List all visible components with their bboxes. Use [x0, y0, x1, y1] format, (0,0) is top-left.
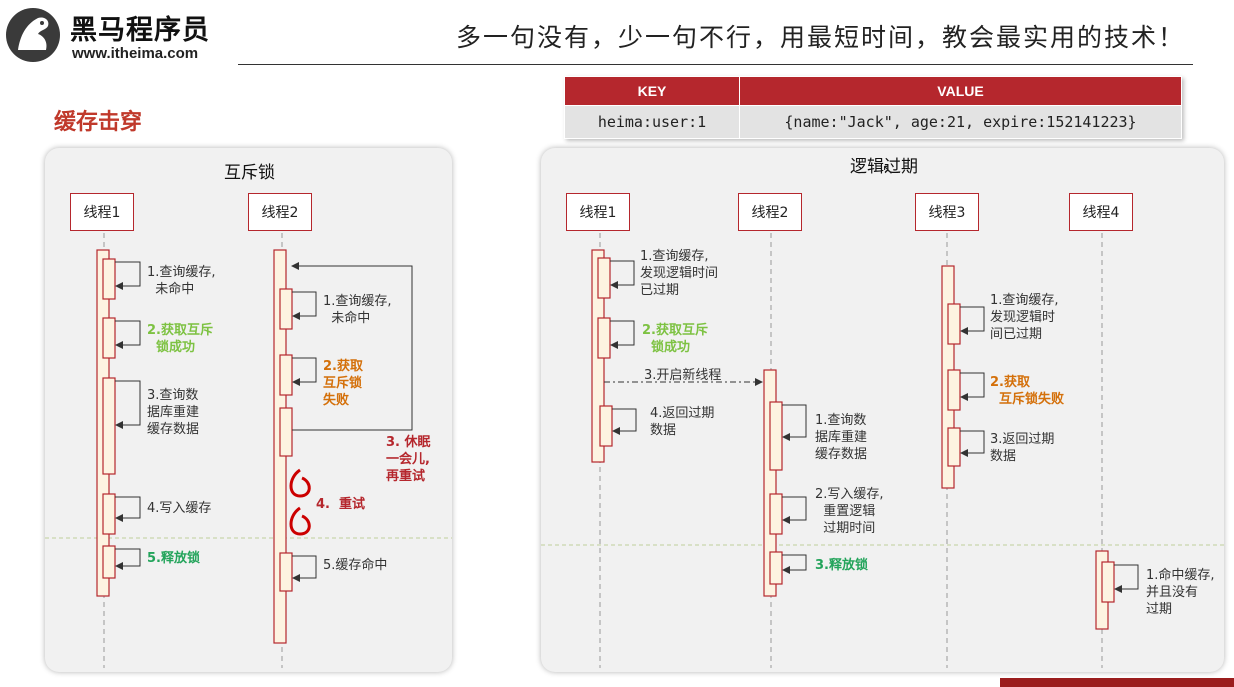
right-t2-step2-label: 2.写入缓存, 重置逻辑 过期时间: [815, 487, 884, 536]
left-thread1-box: 线程1: [70, 193, 134, 231]
section-title: 缓存击穿: [54, 110, 143, 135]
logical-expire-panel-title: 逻辑过期: [850, 157, 918, 177]
brand-url: www.itheima.com: [72, 45, 199, 62]
key-value-table: KEY VALUE heima:user:1 {name:"Jack", age…: [564, 76, 1182, 139]
right-t3-step3-label: 3.返回过期 数据: [990, 432, 1055, 464]
header-divider: [238, 64, 1193, 65]
left-t1-step5-label: 5.释放锁: [147, 551, 200, 566]
right-thread2-box: 线程2: [738, 193, 802, 231]
right-thread1-box: 线程1: [566, 193, 630, 231]
left-t2-step5-label: 5.缓存命中: [323, 558, 388, 573]
brand-name: 黑马程序员: [70, 15, 210, 46]
right-t2-step3-label: 3.释放锁: [815, 558, 868, 573]
left-t2-step1-label: 1.查询缓存, 未命中: [323, 294, 392, 326]
slogan: 多一句没有，少一句不行，用最短时间，教会最实用的技术！: [456, 23, 1186, 52]
left-t1-step1-label: 1.查询缓存, 未命中: [147, 265, 216, 297]
right-thread3-box: 线程3: [915, 193, 979, 231]
left-t2-step4-label: 4. 重试: [316, 497, 366, 512]
right-t1-step4-label: 4.返回过期 数据: [650, 406, 715, 438]
key-cell: heima:user:1: [564, 105, 740, 139]
left-t1-step3: [102, 377, 116, 475]
right-t2-step1-label: 1.查询数 据库重建 缓存数据: [815, 413, 868, 462]
left-t1-step1: [102, 258, 116, 300]
left-t2-step2-label: 2.获取 互斥锁 失败: [323, 359, 363, 408]
value-header: VALUE: [739, 76, 1182, 106]
footer-strip: [1000, 678, 1234, 687]
left-t1-arrow1: [115, 261, 141, 290]
right-t3-step1-label: 1.查询缓存, 发现逻辑时 间已过期: [990, 293, 1059, 342]
left-t2-step3: [279, 407, 293, 457]
left-t1-step5: [102, 545, 116, 579]
left-t2-step3-label: 3. 休眠 一会儿, 再重试: [386, 435, 431, 484]
mouse-cursor-icon: ↖: [882, 162, 894, 178]
right-t1-step2-label: 2.获取互斥 锁成功: [642, 323, 708, 355]
right-thread4-box: 线程4: [1069, 193, 1133, 231]
right-t4-step1-label: 1.命中缓存, 并且没有 过期: [1146, 568, 1215, 617]
left-t2-step5: [279, 552, 293, 592]
left-t2-step2: [279, 354, 293, 396]
right-t3-step2-label: 2.获取 互斥锁失败: [990, 375, 1065, 407]
right-t1-step1-label: 1.查询缓存, 发现逻辑时间 已过期: [640, 249, 719, 298]
left-t1-step3-label: 3.查询数 据库重建 缓存数据: [147, 388, 200, 437]
retry-loop-icon-2: [289, 506, 311, 536]
left-t1-step2-label: 2.获取互斥 锁成功: [147, 323, 213, 355]
left-t1-step4: [102, 493, 116, 535]
key-header: KEY: [564, 76, 740, 106]
left-t1-step2: [102, 317, 116, 359]
right-t1-step3-label: 3.开启新线程: [644, 368, 722, 383]
retry-loop-icon: [289, 468, 311, 498]
mutex-panel-title: 互斥锁: [224, 163, 275, 183]
horse-logo-icon: [6, 8, 60, 62]
value-cell: {name:"Jack", age:21, expire:152141223}: [739, 105, 1182, 139]
left-t2-step1: [279, 288, 293, 330]
left-thread2-box: 线程2: [248, 193, 312, 231]
left-t1-step4-label: 4.写入缓存: [147, 501, 212, 516]
